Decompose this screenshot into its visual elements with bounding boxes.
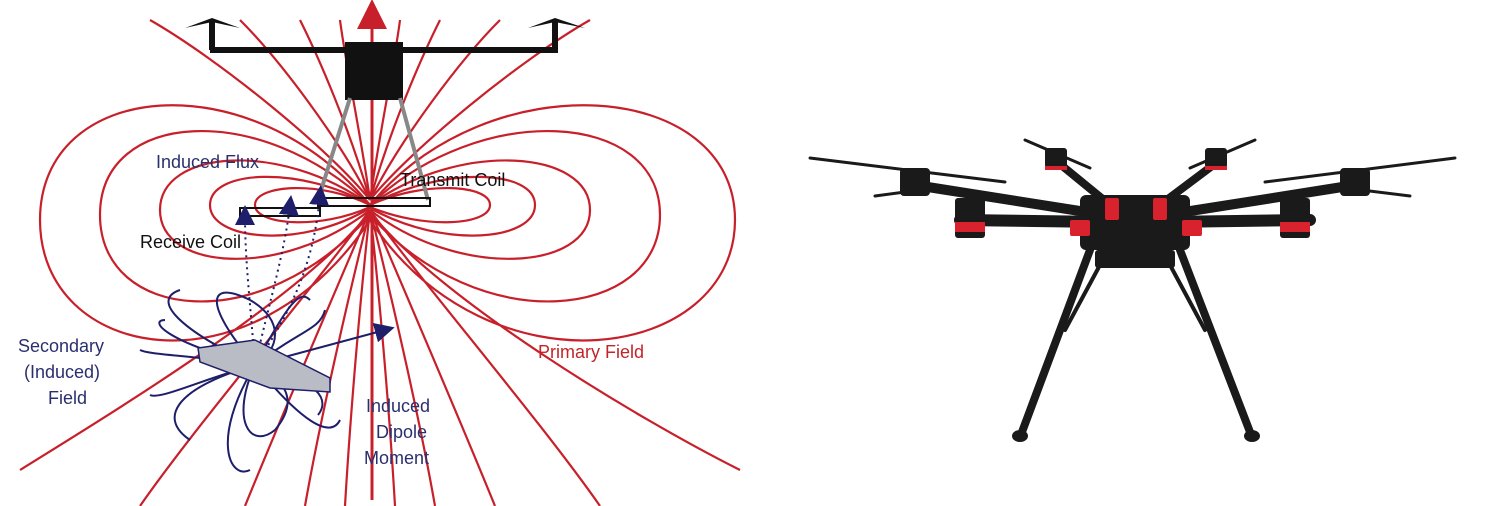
receive-coil-shape — [239, 207, 321, 217]
hexacopter-illustration — [808, 138, 1457, 442]
label-transmit-coil: Transmit Coil — [400, 170, 505, 190]
label-dipole-2: Dipole — [376, 422, 427, 442]
propeller-right-icon — [528, 18, 585, 28]
label-secondary-1: Secondary — [18, 336, 104, 356]
diagram-svg: Induced Flux Transmit Coil Receive Coil … — [18, 0, 741, 506]
label-secondary-2: (Induced) — [24, 362, 100, 382]
label-induced-flux: Induced Flux — [156, 152, 259, 172]
drone-body — [345, 42, 403, 100]
label-secondary-3: Field — [48, 388, 87, 408]
label-dipole-3: Moment — [364, 448, 429, 468]
buried-target — [197, 339, 331, 393]
label-receive-coil: Receive Coil — [140, 232, 241, 252]
em-induction-diagram: Induced Flux Transmit Coil Receive Coil … — [18, 0, 741, 506]
label-dipole-1: Induced — [366, 396, 430, 416]
propeller-left-icon — [185, 18, 240, 28]
landing-leg-left — [1018, 246, 1094, 436]
label-primary-field: Primary Field — [538, 342, 644, 362]
tow-line-right — [398, 97, 430, 201]
landing-leg-right — [1176, 246, 1254, 436]
tow-line-left — [316, 97, 352, 201]
hexacopter-photo — [760, 0, 1512, 506]
